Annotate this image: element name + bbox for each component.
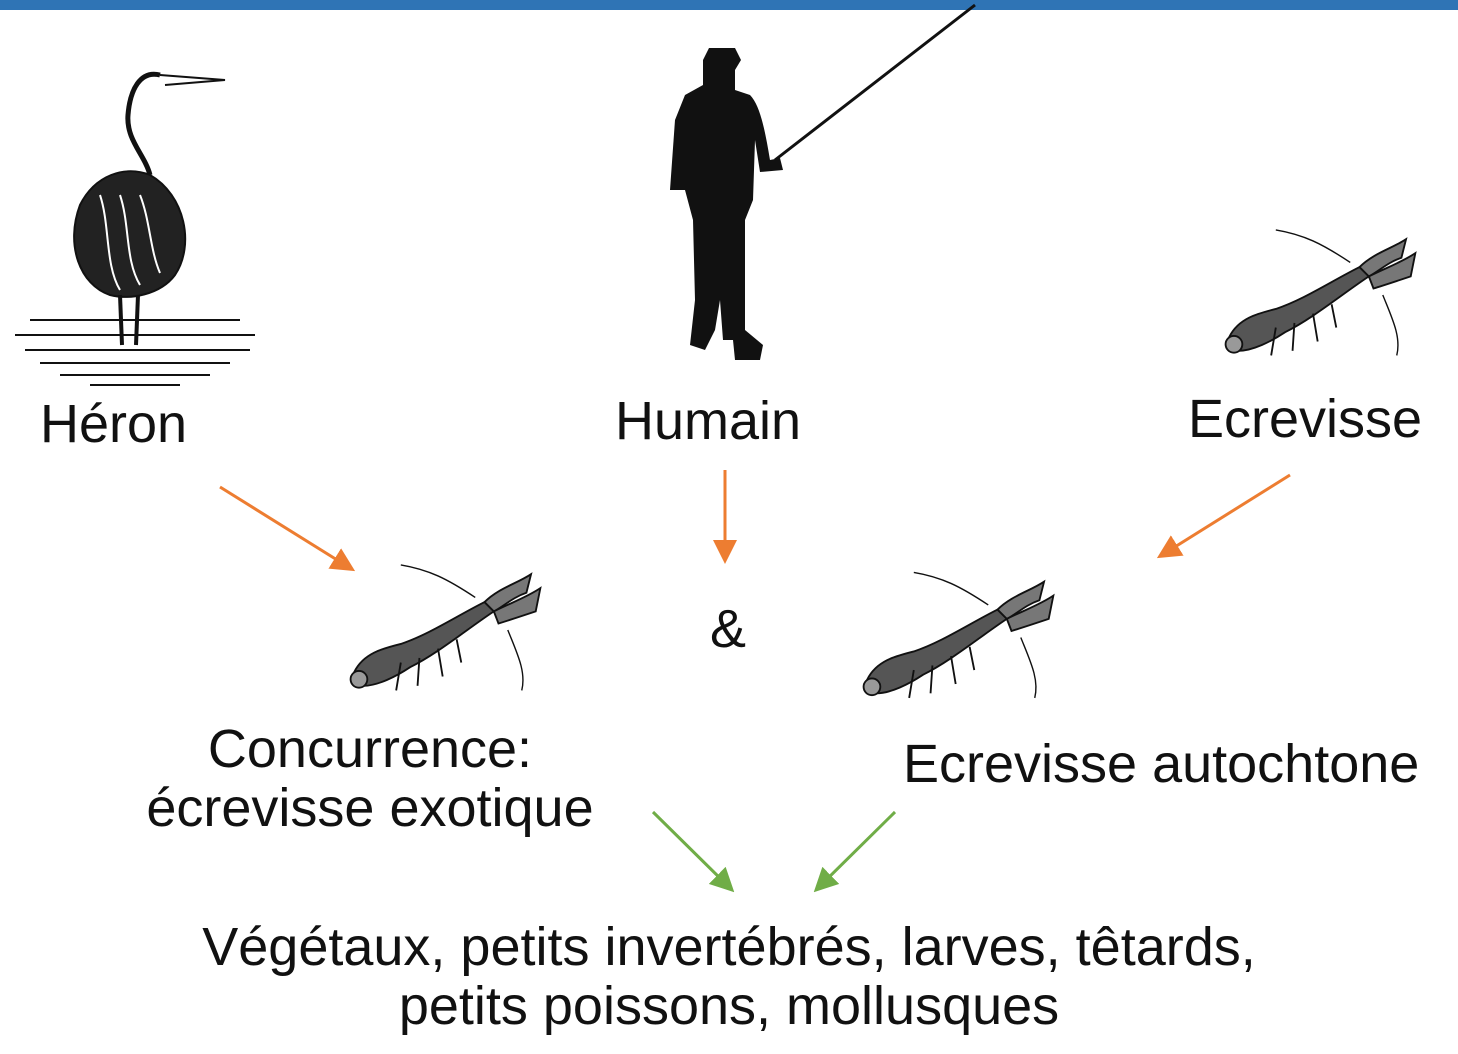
exotic-crayfish-label: Concurrence: écrevisse exotique xyxy=(130,720,610,839)
native-crayfish-label: Ecrevisse autochtone xyxy=(903,735,1419,794)
arrow-exotic-to-food xyxy=(653,812,730,888)
arrow-crayfish-to-native xyxy=(1162,475,1290,555)
exotic-label-line1: Concurrence: xyxy=(130,720,610,779)
food-label-line2: petits poissons, mollusques xyxy=(0,977,1458,1036)
exotic-label-line2: écrevisse exotique xyxy=(130,779,610,838)
arrow-native-to-food xyxy=(818,812,895,888)
heron-label: Héron xyxy=(40,395,187,454)
human-label: Humain xyxy=(615,392,801,451)
ampersand: & xyxy=(710,600,746,659)
food-label: Végétaux, petits invertébrés, larves, tê… xyxy=(0,918,1458,1037)
food-label-line1: Végétaux, petits invertébrés, larves, tê… xyxy=(0,918,1458,977)
crayfish-predator-label: Ecrevisse xyxy=(1188,390,1422,449)
arrow-heron-to-exotic xyxy=(220,487,350,568)
